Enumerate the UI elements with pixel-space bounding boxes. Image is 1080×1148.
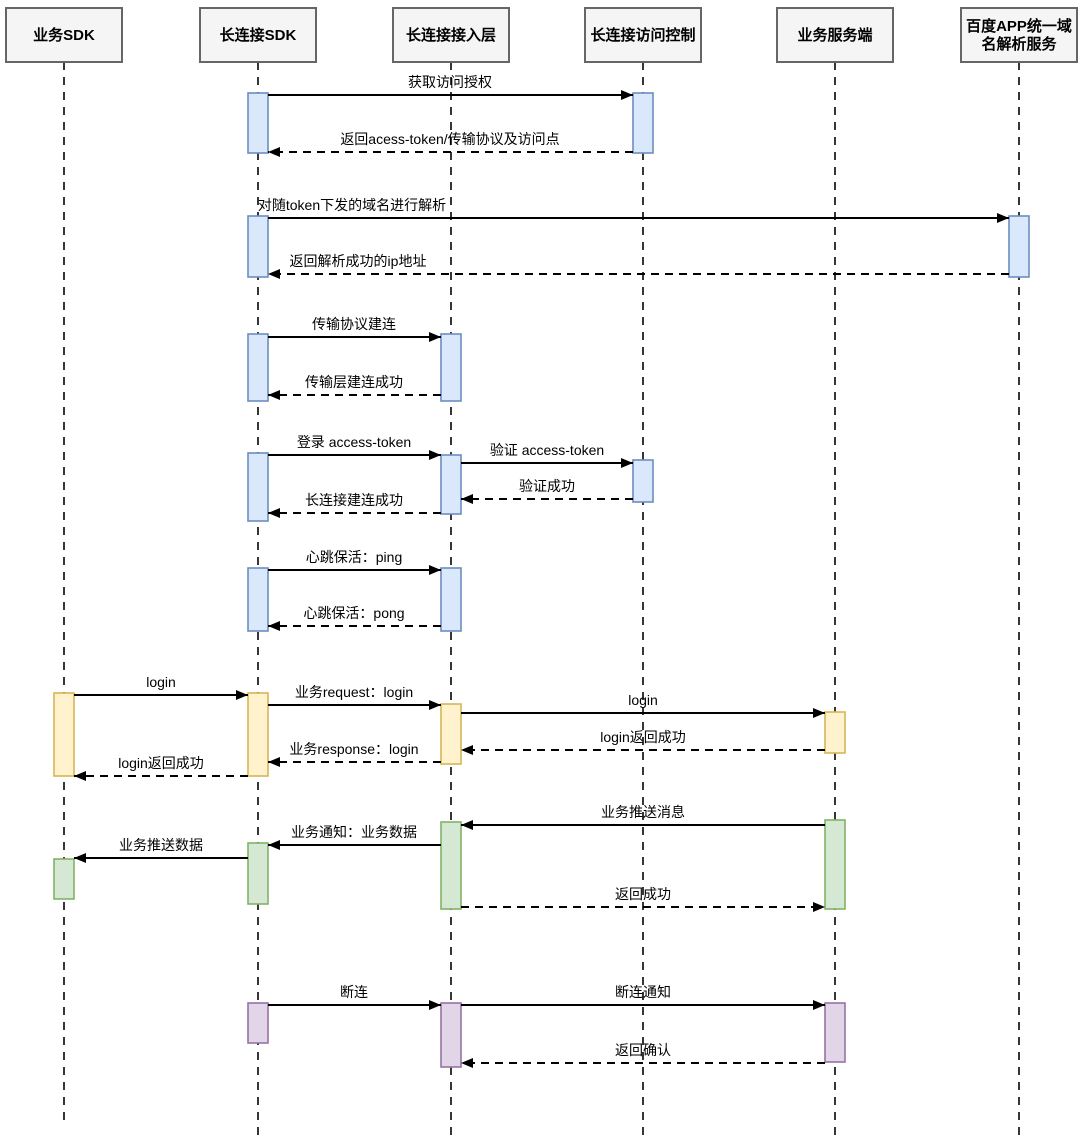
- actor-label-line: 业务SDK: [33, 26, 95, 44]
- actor-label-biz-server: 业务服务端: [797, 26, 872, 44]
- activation-blue-conn-sdk: [247, 567, 269, 632]
- activation-green-biz-sdk: [53, 858, 75, 900]
- actor-access-layer: 长连接接入层: [392, 7, 510, 63]
- actor-conn-sdk: 长连接SDK: [199, 7, 317, 63]
- activation-blue-access-layer: [440, 333, 462, 402]
- message-label: 断连: [340, 984, 368, 1000]
- message-label: 传输协议建连: [312, 316, 396, 332]
- actor-biz-server: 业务服务端: [776, 7, 894, 63]
- actor-biz-sdk: 业务SDK: [5, 7, 123, 63]
- actor-label-line: 名解析服务: [981, 35, 1057, 53]
- actor-dns: 百度APP统一域名解析服务: [960, 7, 1078, 63]
- actor-box-access-control: [584, 7, 702, 63]
- activation-blue-access-layer: [440, 454, 462, 515]
- actor-box-biz-sdk: [5, 7, 123, 63]
- actor-label-line: 长连接SDK: [220, 26, 297, 44]
- message-label: login: [146, 674, 176, 690]
- actor-label-access-layer: 长连接接入层: [406, 26, 496, 44]
- actor-access-control: 长连接访问控制: [584, 7, 702, 63]
- message-label: 业务通知：业务数据: [291, 824, 417, 840]
- activation-purple-access-layer: [440, 1002, 462, 1068]
- activation-yellow-access-layer: [440, 703, 462, 765]
- actor-box-conn-sdk: [199, 7, 317, 63]
- message-label: login: [628, 692, 658, 708]
- activation-purple-biz-server: [824, 1002, 846, 1063]
- activation-purple-conn-sdk: [247, 1002, 269, 1044]
- message-label: 验证成功: [519, 478, 575, 494]
- actor-label-biz-sdk: 业务SDK: [33, 26, 95, 44]
- message-label: 返回acess-token/传输协议及访问点: [340, 131, 559, 147]
- message-label: 长连接建连成功: [305, 492, 403, 508]
- actor-label-line: 长连接接入层: [406, 26, 496, 44]
- message-label: login返回成功: [600, 729, 686, 745]
- actor-label-access-control: 长连接访问控制: [590, 26, 695, 44]
- message-label: 心跳保活：pong: [303, 605, 404, 621]
- message-label: 返回确认: [615, 1042, 671, 1058]
- actor-box-biz-server: [776, 7, 894, 63]
- activation-yellow-biz-sdk: [53, 692, 75, 777]
- message-label: 业务推送消息: [601, 804, 685, 820]
- activation-blue-access-control: [632, 92, 654, 154]
- activation-blue-conn-sdk: [247, 215, 269, 278]
- activation-yellow-biz-server: [824, 711, 846, 754]
- activation-green-biz-server: [824, 819, 846, 910]
- message-label: login返回成功: [118, 755, 204, 771]
- actor-label-dns: 百度APP统一域名解析服务: [966, 17, 1072, 53]
- message-label: 业务推送数据: [119, 837, 203, 853]
- activation-blue-conn-sdk: [247, 452, 269, 522]
- message-label: 返回成功: [615, 886, 671, 902]
- actor-box-dns: [960, 7, 1078, 63]
- message-label: 登录 access-token: [297, 434, 411, 450]
- activation-blue-conn-sdk: [247, 92, 269, 154]
- message-label: 获取访问授权: [408, 74, 492, 90]
- message-label: 心跳保活：ping: [306, 549, 402, 565]
- message-label: 验证 access-token: [490, 442, 604, 458]
- activation-green-access-layer: [440, 821, 462, 910]
- message-label: 业务request：login: [295, 684, 413, 700]
- actor-label-line: 百度APP统一域: [966, 17, 1072, 35]
- activation-blue-access-layer: [440, 567, 462, 632]
- activation-blue-access-control: [632, 459, 654, 503]
- actor-label-conn-sdk: 长连接SDK: [220, 26, 297, 44]
- actor-label-line: 长连接访问控制: [590, 26, 695, 44]
- message-label: 业务response：login: [289, 741, 418, 757]
- activation-blue-conn-sdk: [247, 333, 269, 402]
- message-label: 返回解析成功的ip地址: [290, 253, 427, 269]
- activation-green-conn-sdk: [247, 842, 269, 905]
- message-label: 传输层建连成功: [305, 374, 403, 390]
- activation-yellow-conn-sdk: [247, 692, 269, 777]
- message-label: 对随token下发的域名进行解析: [258, 197, 446, 213]
- activation-blue-dns: [1008, 215, 1030, 278]
- message-label: 断连通知: [615, 984, 671, 1000]
- actor-label-line: 业务服务端: [797, 26, 872, 44]
- actor-box-access-layer: [392, 7, 510, 63]
